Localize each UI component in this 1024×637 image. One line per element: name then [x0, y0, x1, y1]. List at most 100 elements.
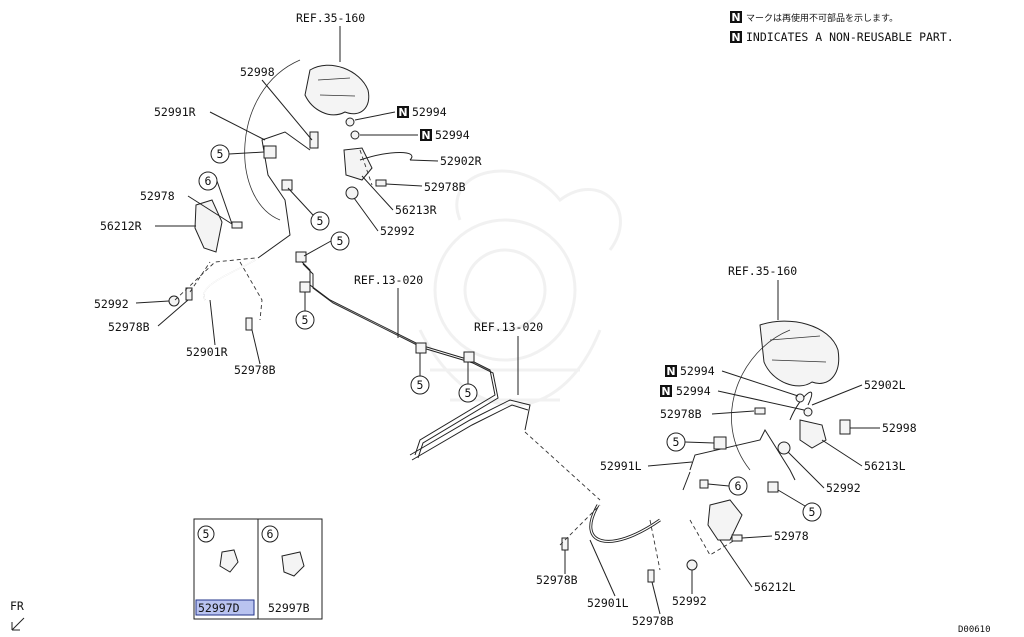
- svg-text:5: 5: [465, 386, 472, 400]
- bolt-52978b-r3: [245, 317, 253, 331]
- legend: N マークは再使用不可部品を示します。 N INDICATES A NON-RE…: [730, 11, 954, 44]
- n-symbol-en-text: N: [731, 31, 740, 44]
- label-ref-35-160-top: REF.35-160: [296, 11, 365, 25]
- label-52994-l2: 52994: [676, 384, 711, 398]
- callout-6-a: 6: [198, 171, 233, 225]
- label-52994-r1: 52994: [412, 105, 447, 119]
- callout-5-f: 5: [458, 362, 478, 403]
- bracket-56213l: [799, 419, 827, 449]
- label-52992-l2: 52992: [672, 594, 707, 608]
- label-52901l: 52901L: [587, 596, 629, 610]
- legend-note-en: INDICATES A NON-REUSABLE PART.: [746, 30, 954, 44]
- svg-text:5: 5: [337, 234, 344, 248]
- bolt-52978-r: [231, 221, 243, 229]
- nut-52992-r1: [345, 186, 359, 200]
- caliper-left: [731, 320, 840, 471]
- label-52902r: 52902R: [440, 154, 482, 168]
- label-56213r: 56213R: [395, 203, 437, 217]
- fr-arrow-icon: [11, 617, 25, 631]
- watermark-logo: [418, 169, 622, 407]
- nut-52992-l2: [686, 559, 698, 571]
- svg-text:5: 5: [673, 435, 680, 449]
- svg-text:6: 6: [735, 479, 742, 493]
- label-52997d[interactable]: 52997D: [198, 601, 240, 615]
- label-52994-l1: 52994: [680, 364, 715, 378]
- label-52998-r: 52998: [240, 65, 275, 79]
- n-mark-52994-r1: N: [398, 106, 407, 119]
- caliper-right: [244, 59, 370, 221]
- n-mark-52994-r2: N: [421, 129, 430, 142]
- clip-c1: [415, 342, 427, 354]
- n-symbol-en: [730, 31, 742, 43]
- label-52978-r: 52978: [140, 189, 175, 203]
- clip-r2: [281, 179, 293, 191]
- clip-c2: [463, 351, 475, 363]
- svg-text:5: 5: [302, 313, 309, 327]
- diagram-code: D00610: [958, 625, 991, 635]
- label-56212r: 56212R: [100, 219, 142, 233]
- bolt-52978b-r1: [375, 179, 387, 187]
- bolt-52978b-r2: [185, 287, 193, 301]
- label-52902l: 52902L: [864, 378, 906, 392]
- label-ref-35-160-right: REF.35-160: [728, 264, 797, 278]
- legend-note-jp: マークは再使用不可部品を示します。: [746, 12, 898, 24]
- label-52991l: 52991L: [600, 459, 642, 473]
- bracket-56213r: [343, 147, 373, 181]
- highlight-52997d[interactable]: [195, 599, 255, 616]
- clip-l2: [767, 481, 779, 493]
- washer-52994-l2: [803, 407, 813, 417]
- svg-text:5: 5: [317, 214, 324, 228]
- label-52978b-r1: 52978B: [424, 180, 466, 194]
- svg-text:5: 5: [809, 505, 816, 519]
- label-52991r: 52991R: [154, 105, 196, 119]
- callout-5-c: 5: [303, 231, 350, 257]
- callout-5-b: 5: [287, 187, 330, 231]
- clip-r4: [299, 281, 311, 293]
- bleeder-52998-l: [839, 419, 851, 435]
- washer-52994-r2: [350, 130, 360, 140]
- label-ref-13-020-b: REF.13-020: [474, 320, 543, 334]
- inset-cell5-num: 5: [203, 527, 210, 541]
- clip-r3: [295, 251, 307, 263]
- label-52978b-r3: 52978B: [234, 363, 276, 377]
- svg-text:5: 5: [417, 378, 424, 392]
- callout-5-d: 5: [295, 292, 315, 330]
- callout-5-e: 5: [410, 353, 430, 395]
- label-52998-l: 52998: [882, 421, 917, 435]
- n-symbol-jp: [730, 11, 742, 23]
- inset-cell6-num: 6: [267, 527, 274, 541]
- clip-r1: [263, 145, 277, 159]
- label-52978b-l1: 52978B: [660, 407, 702, 421]
- clip-52997d-icon: [219, 549, 239, 573]
- washer-52994-l1: [795, 393, 805, 403]
- bolt-52978-l: [731, 534, 743, 542]
- label-52994-r2: 52994: [435, 128, 470, 142]
- label-52978-l: 52978: [774, 529, 809, 543]
- bolt-52978b-l1: [754, 407, 766, 415]
- bolt-52978b-l3: [647, 569, 655, 583]
- clip-l1: [713, 436, 727, 450]
- label-fr: FR: [10, 599, 24, 613]
- clip-52997b-icon: [281, 551, 305, 577]
- inset-parts-box: 5 6 52997D 52997B: [193, 518, 323, 620]
- nut-52992-l1: [777, 441, 791, 455]
- bracket-56212r: [194, 199, 223, 253]
- callout-5-a: 5: [210, 144, 265, 164]
- n-mark-52994-l2: N: [661, 385, 670, 398]
- label-52992-r2: 52992: [94, 297, 129, 311]
- n-symbol-jp-text: N: [731, 11, 740, 24]
- svg-text:5: 5: [217, 147, 224, 161]
- label-52978b-r2: 52978B: [108, 320, 150, 334]
- clip-l3: [699, 479, 709, 489]
- front-arrow: FR: [10, 599, 25, 631]
- label-52978b-l2: 52978B: [536, 573, 578, 587]
- callout-6-b: 6: [707, 476, 748, 496]
- label-52978b-l3: 52978B: [632, 614, 674, 628]
- label-52992-l1: 52992: [826, 481, 861, 495]
- label-ref-13-020-a: REF.13-020: [354, 273, 423, 287]
- n-mark-52994-l1: N: [666, 365, 675, 378]
- washer-52994-r1: [345, 117, 355, 127]
- callout-5-h: 5: [777, 489, 822, 522]
- callout-5-g: 5: [666, 432, 715, 452]
